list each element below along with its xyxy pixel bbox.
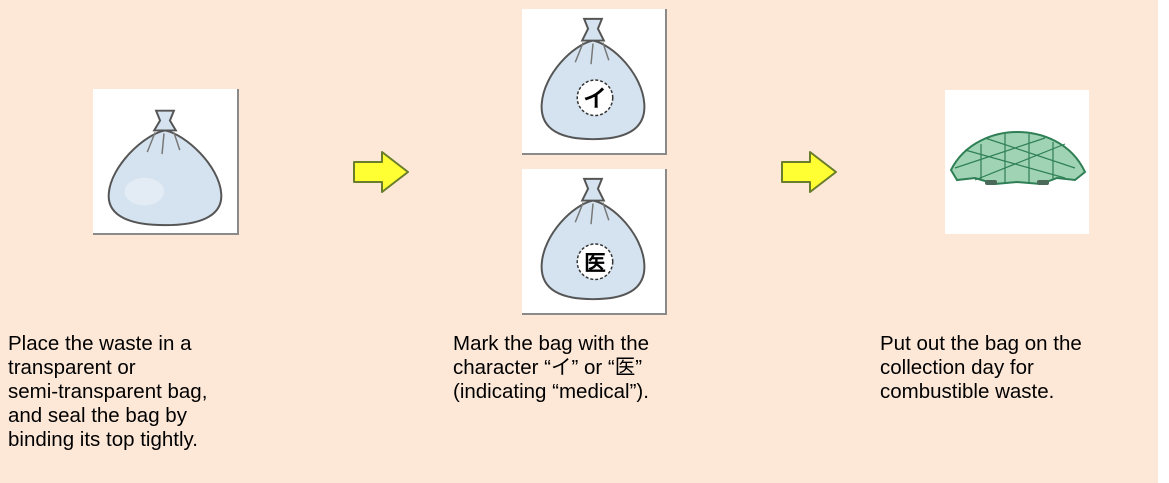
trash-bag-marked-icon: イ [540,17,646,141]
step-2-caption: Mark the bag with the character “イ” or “… [453,332,649,403]
garbage-net-icon [949,130,1087,186]
mark-medical-label: 医 [584,252,606,277]
step-3-caption: Put out the bag on the collection day fo… [880,332,1082,403]
sealed-bag-image [93,89,239,235]
bag-marked-medical-image: 医 [522,169,667,315]
arrow-right-icon [781,151,837,193]
collection-net-image [945,90,1089,234]
step-1-caption: Place the waste in a transparent or semi… [8,332,208,451]
bag-marked-i-image: イ [522,9,667,155]
trash-bag-icon [107,109,223,227]
mark-i-label: イ [583,85,607,113]
trash-bag-marked-icon: 医 [540,177,646,301]
arrow-right-icon [353,151,409,193]
